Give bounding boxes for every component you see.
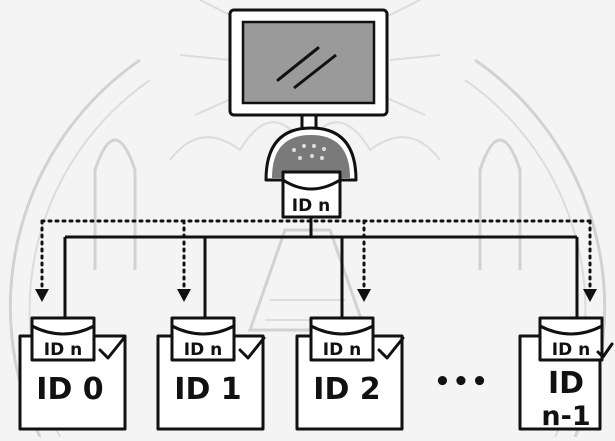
tag-id-label: ID n bbox=[44, 340, 82, 360]
device-id-label: ID 0 bbox=[36, 372, 103, 407]
monitor-icon bbox=[230, 10, 387, 129]
tag-id-label: ID n bbox=[184, 340, 222, 360]
device-id-label-line2: n-1 bbox=[541, 401, 590, 432]
device-id-label-line1: ID bbox=[548, 366, 584, 401]
tag-id-label: ID n bbox=[552, 340, 590, 360]
arrow-down-icon bbox=[177, 289, 191, 302]
device-id-label: ID 2 bbox=[313, 372, 380, 407]
device-id-label: ID 1 bbox=[174, 372, 241, 407]
reader-id-label: ID n bbox=[292, 196, 330, 216]
tag-id-label: ID n bbox=[323, 340, 361, 360]
arrow-down-icon bbox=[35, 289, 49, 302]
arrow-down-icon bbox=[357, 289, 371, 302]
connection-bus bbox=[65, 217, 577, 318]
ellipsis: ••• bbox=[434, 367, 490, 397]
